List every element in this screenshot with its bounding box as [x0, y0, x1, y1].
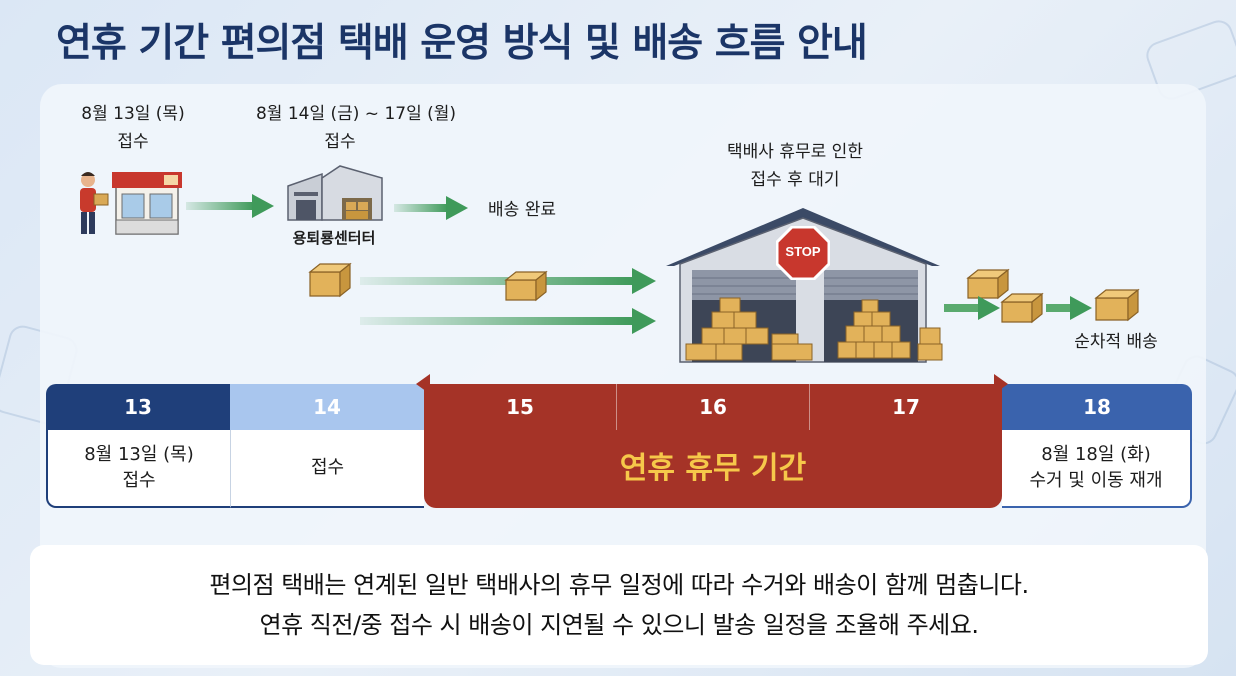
- day-13-line2: 접수: [122, 470, 156, 491]
- warehouse-caption-line1: 택배사 휴무로 인한: [727, 142, 863, 162]
- parcel-box-icon: [1094, 288, 1140, 322]
- stop-sign-icon: [776, 226, 830, 280]
- store-label: 접수: [117, 132, 149, 152]
- day-18-line2: 수거 및 이동 재개: [1029, 470, 1163, 491]
- convenience-store-icon: [112, 172, 182, 235]
- parcel-box-icon: [1000, 292, 1044, 324]
- holiday-period-label: 연휴 휴무 기간: [619, 451, 807, 486]
- holiday-period-block: 15 16 17 연휴 휴무 기간: [424, 384, 1002, 508]
- parcel-box-icon: [308, 262, 352, 298]
- notice-line2: 연휴 직전/중 접수 시 배송이 지연될 수 있으니 발송 일정을 조율해 주세…: [259, 611, 979, 639]
- center-date: 8월 14일 (금) ~ 17일 (월): [255, 104, 457, 124]
- arrow-out-warehouse-icon: [944, 296, 1000, 320]
- timeline: 13 8월 13일 (목) 접수 14 접수 18 8월 18일 (화) 수거 …: [46, 384, 1192, 508]
- delivered-label: 배송 완료: [488, 200, 556, 220]
- warehouse-caption-line2: 접수 후 대기: [750, 170, 840, 190]
- timeline-day-18: 18 8월 18일 (화) 수거 및 이동 재개: [1002, 384, 1192, 508]
- center-label: 접수: [324, 132, 356, 152]
- arrow-sequential-icon: [1046, 296, 1092, 320]
- arrow-to-warehouse-lower-icon: [360, 308, 656, 334]
- day-14-line1: 접수: [310, 457, 345, 478]
- day-number: 14: [230, 384, 424, 430]
- page-title: 연휴 기간 편의점 택배 운영 방식 및 배송 흐름 안내: [56, 21, 868, 66]
- day-number: 16: [617, 384, 810, 430]
- timeline-day-14: 14 접수: [230, 384, 424, 508]
- warehouse-illustration: [666, 208, 943, 363]
- parcel-box-icon: [966, 268, 1010, 300]
- notice-box: 편의점 택배는 연계된 일반 택배사의 휴무 일정에 따라 수거와 배송이 함께…: [30, 545, 1208, 665]
- day-18-line1: 8월 18일 (화): [1041, 444, 1151, 465]
- holiday-arrow-right-icon: [994, 374, 1008, 394]
- person-icon: [80, 172, 109, 234]
- distribution-center-icon: [287, 165, 383, 221]
- day-number: 18: [1002, 384, 1192, 430]
- day-number: 13: [46, 384, 230, 430]
- day-number: 15: [424, 384, 617, 430]
- notice-line1: 편의점 택배는 연계된 일반 택배사의 휴무 일정에 따라 수거와 배송이 함께…: [209, 571, 1029, 599]
- day-number: 17: [892, 395, 920, 419]
- arrow-store-to-center-icon: [186, 194, 274, 218]
- stop-sign-text: STOP: [785, 244, 821, 259]
- store-illustration: [80, 172, 182, 235]
- holiday-arrow-left-icon: [416, 374, 430, 394]
- center-name: 용퇴룡센터터: [292, 229, 376, 247]
- timeline-day-13: 13 8월 13일 (목) 접수: [46, 384, 230, 508]
- parcel-box-icon: [504, 270, 548, 302]
- arrow-to-warehouse-upper-icon: [360, 268, 656, 294]
- arrow-to-delivered-icon: [394, 196, 468, 220]
- store-date: 8월 13일 (목): [81, 104, 185, 124]
- sequential-delivery-label: 순차적 배송: [1074, 332, 1158, 352]
- day-13-line1: 8월 13일 (목): [84, 444, 194, 465]
